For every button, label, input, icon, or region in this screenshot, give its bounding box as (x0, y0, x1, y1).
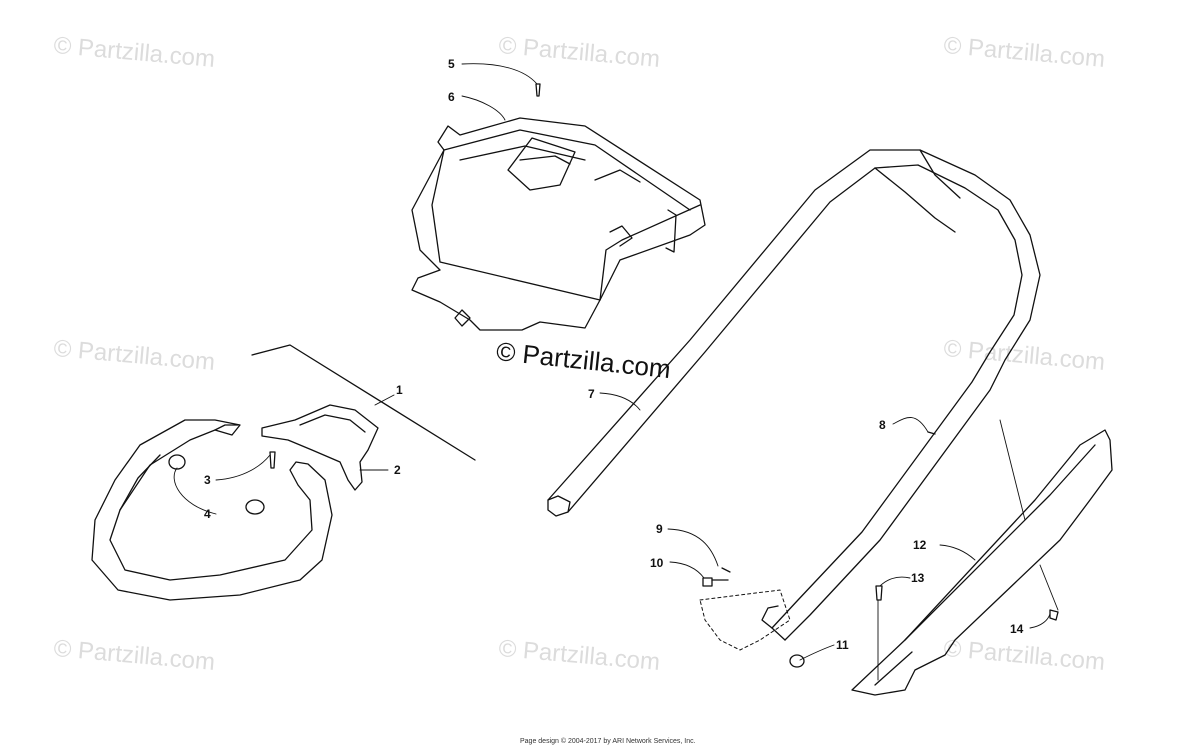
callout-11: 11 (836, 638, 849, 652)
callout-4: 4 (204, 507, 211, 521)
callout-3: 3 (204, 473, 211, 487)
callout-5: 5 (448, 57, 455, 71)
callout-13: 13 (911, 571, 925, 585)
part-6-bag-drawing (411, 117, 706, 331)
callout-1: 1 (396, 383, 403, 397)
callout-6: 6 (448, 90, 455, 104)
part-1-2-bumper-drawing (91, 404, 379, 601)
assembly-bracket-line (251, 344, 476, 461)
callout-7: 7 (588, 387, 595, 401)
callout-10: 10 (650, 556, 664, 570)
page-footer: Page design © 2004-2017 by ARI Network S… (520, 738, 696, 745)
callout-8: 8 (879, 418, 886, 432)
callout-12: 12 (913, 538, 927, 552)
part-12-rail-drawing (851, 429, 1113, 696)
callout-2: 2 (394, 463, 401, 477)
hardware-fasteners (168, 83, 1059, 668)
callout-9: 9 (656, 522, 663, 536)
callout-14: 14 (1010, 622, 1024, 636)
leader-lines (173, 63, 1059, 681)
part-7-tube-drawing (547, 149, 1041, 641)
